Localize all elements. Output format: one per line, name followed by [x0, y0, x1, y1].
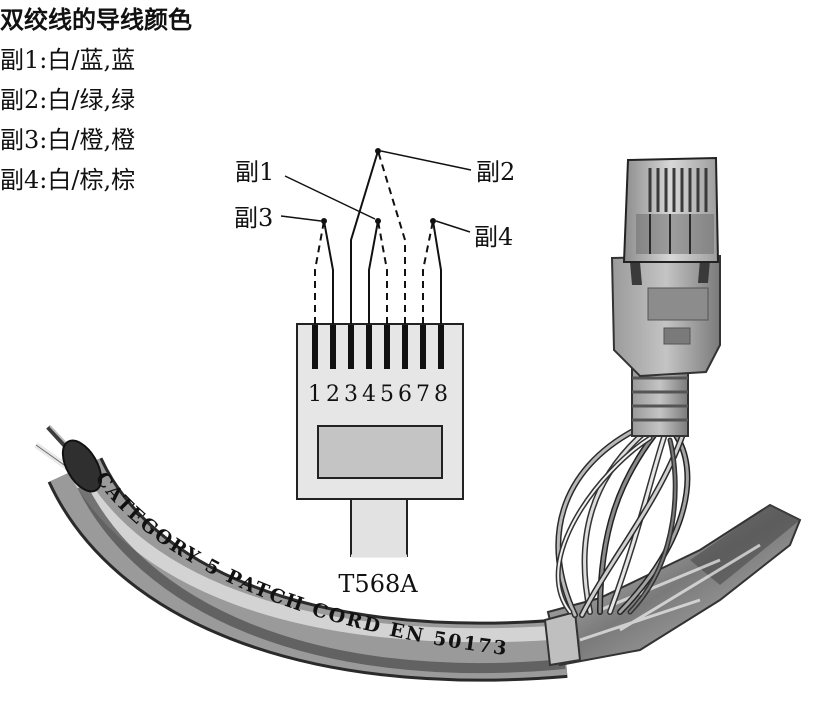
pin-number: 8: [434, 382, 448, 407]
legend-row-pair-4: 副4:白/棕,棕: [0, 166, 136, 194]
pin-number: 5: [380, 382, 394, 407]
pin-numbers: 1 2 3 4 5 6 7 8: [308, 382, 448, 407]
pair-3-wire-white: [314, 220, 325, 324]
pair-label-1: 副1: [235, 158, 274, 186]
pin-number: 2: [326, 382, 340, 407]
pin-number: 1: [308, 382, 322, 407]
schematic-connector: 1 2 3 4 5 6 7 8: [234, 148, 515, 598]
pair-junction-dots: [321, 148, 436, 224]
legend-row-pair-3: 副3:白/橙,橙: [0, 126, 136, 154]
pin-number: 7: [416, 382, 430, 407]
cable-highlight: [63, 457, 566, 643]
legend-row-pair-1: 副1:白/蓝,蓝: [0, 46, 136, 74]
pair-3-wire-solid: [323, 220, 334, 324]
pair-colors: 白/蓝,蓝: [47, 46, 136, 74]
pair-labels: 副1 副2 副3 副4: [234, 158, 515, 251]
pair-4-wire-solid: [432, 220, 442, 324]
pair-4-wire-white: [422, 220, 434, 324]
schematic-contacts: [312, 325, 444, 369]
boot-strain-relief: [631, 365, 689, 437]
pair-label-4: 副4: [474, 223, 513, 251]
pin-number: 6: [398, 382, 412, 407]
pair-2-wire-solid: [350, 150, 379, 324]
schematic-latch-window: [317, 425, 443, 479]
pair-label: 副4: [0, 166, 40, 194]
pair-label-2: 副2: [476, 158, 515, 186]
tape-wrap: [543, 610, 582, 667]
pair-1-wire-white: [377, 220, 388, 324]
pair-label: 副2: [0, 86, 40, 114]
pair-label: 副1: [0, 46, 40, 74]
pin-number: 3: [344, 382, 358, 407]
color-legend: 双绞线的导线颜色 副1:白/蓝,蓝 副2:白/绿,绿 副3:白/橙,橙 副4:白…: [0, 0, 192, 200]
pair-colors: 白/棕,棕: [47, 166, 136, 194]
pair-colors: 白/橙,橙: [47, 126, 136, 154]
cable-end-face: [61, 439, 103, 493]
pair-2-wire-white: [377, 150, 406, 324]
pair-colors: 白/绿,绿: [47, 86, 136, 114]
legend-title: 双绞线的导线颜色: [0, 6, 192, 34]
fanned-wires: [555, 427, 691, 618]
pin-number: 4: [362, 382, 376, 407]
label-leaders: [280, 150, 472, 233]
cable-shadow: [77, 483, 566, 674]
legend-row-pair-2: 副2:白/绿,绿: [0, 86, 136, 114]
schematic-cable-stub: [350, 497, 408, 557]
pair-wires: [314, 150, 442, 324]
standard-label: T568A: [338, 570, 418, 598]
pair-label: 副3: [0, 126, 40, 154]
pair-1-wire-solid: [368, 220, 379, 324]
plug-contacts: [648, 168, 708, 212]
pair-label-3: 副3: [234, 204, 273, 232]
